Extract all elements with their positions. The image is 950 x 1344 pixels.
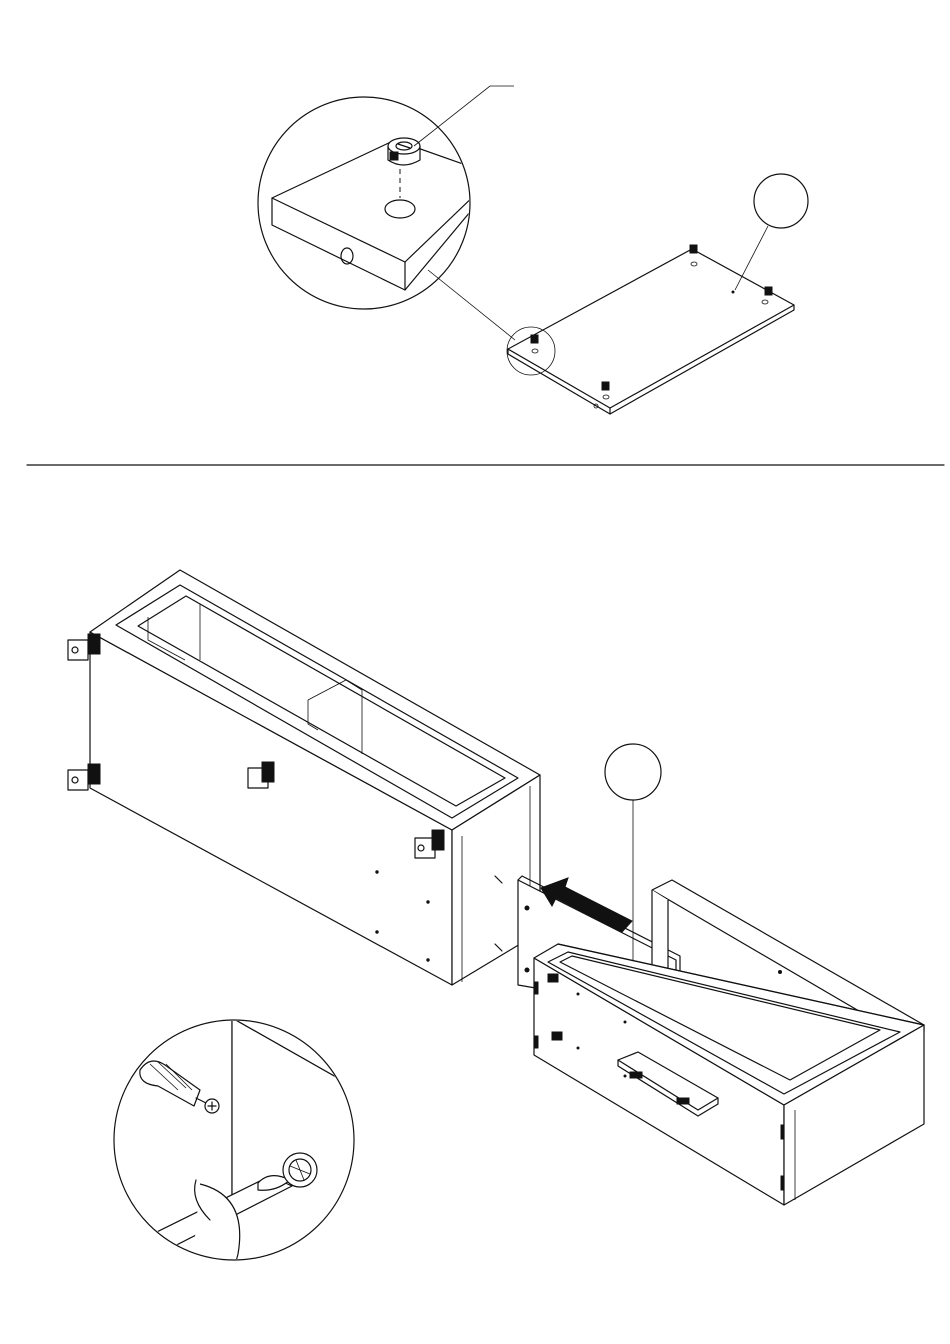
leader-line-cam bbox=[414, 86, 514, 146]
hinge-icon bbox=[552, 1032, 562, 1040]
step-2 bbox=[68, 570, 924, 1300]
cam-lock-icon bbox=[283, 1153, 317, 1187]
screwdriver-icon bbox=[140, 1061, 219, 1113]
callout-panel-step1 bbox=[735, 174, 808, 290]
panel-step1 bbox=[508, 245, 794, 414]
hinge-icon bbox=[548, 974, 558, 982]
detail-circle-tighten bbox=[100, 1018, 354, 1300]
cabinet-main bbox=[68, 570, 540, 985]
cam-lock-icon bbox=[388, 138, 420, 165]
detail-circle-cam-insert bbox=[258, 97, 480, 309]
leader-line-detail bbox=[428, 270, 515, 340]
step-1 bbox=[258, 86, 808, 414]
